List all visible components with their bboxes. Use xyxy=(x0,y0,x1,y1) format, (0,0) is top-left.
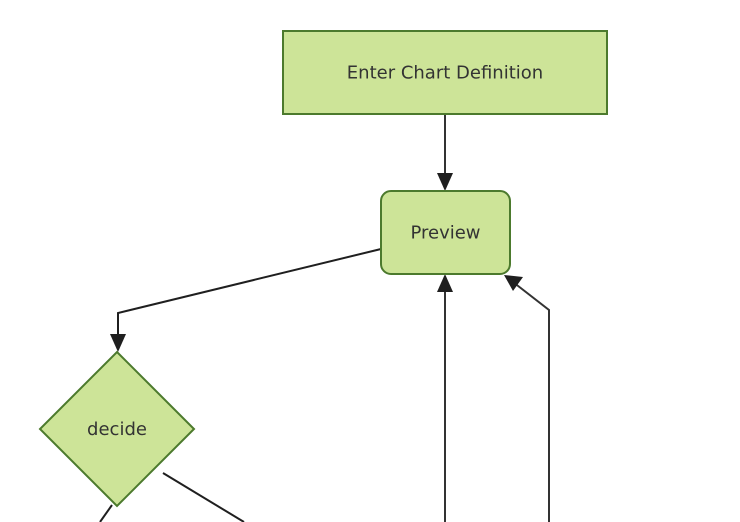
edge-bottom-center-to-preview xyxy=(437,274,453,522)
node-decide-label: decide xyxy=(87,419,147,440)
edge-preview-to-decide xyxy=(110,248,382,352)
node-preview[interactable]: Preview xyxy=(380,190,511,275)
node-layer: Enter Chart Definition Preview decide xyxy=(38,30,608,508)
arrow-head-up-icon xyxy=(437,274,453,292)
edge-layer xyxy=(99,114,550,522)
node-decide-shape[interactable] xyxy=(38,350,196,508)
edge-decide-bottom-left-line xyxy=(99,504,113,522)
arrow-head-down-icon xyxy=(110,334,126,352)
edge-enter-to-preview xyxy=(437,114,453,191)
node-enter-chart-definition-label: Enter Chart Definition xyxy=(347,63,543,84)
arrow-head-up-left-icon xyxy=(504,275,523,291)
node-enter-chart-definition[interactable]: Enter Chart Definition xyxy=(282,30,608,115)
edge-decide-bottom-left xyxy=(99,504,113,522)
edge-bottom-right-to-preview-line xyxy=(512,281,550,522)
edge-preview-to-decide-line xyxy=(117,248,382,342)
node-enter-chart-definition-shape[interactable] xyxy=(282,30,608,115)
edge-bottom-right-to-preview xyxy=(504,275,550,522)
node-preview-label: Preview xyxy=(410,223,480,244)
arrow-head-down-icon xyxy=(437,173,453,191)
edge-decide-bottom-right xyxy=(162,472,245,522)
node-preview-shape[interactable] xyxy=(380,190,511,275)
edge-decide-bottom-right-line xyxy=(162,472,245,522)
node-decide[interactable]: decide xyxy=(38,350,196,508)
